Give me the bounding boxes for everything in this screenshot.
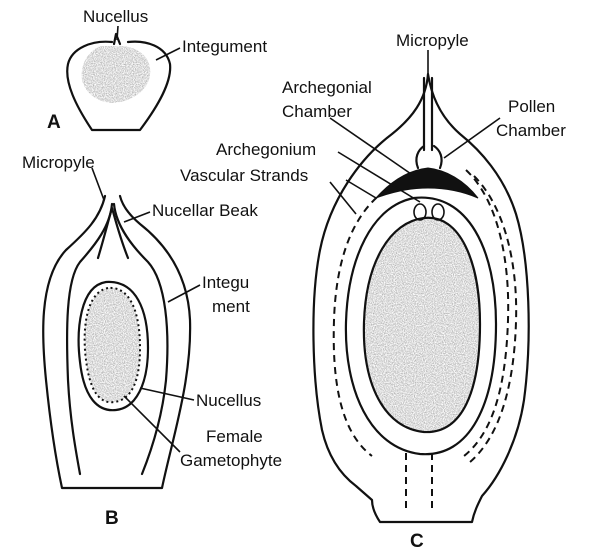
panel-c-pollen-horn-left — [416, 146, 424, 168]
label-b-nucellus: Nucellus — [196, 391, 261, 410]
panel-c-archegonium-right — [432, 204, 444, 220]
label-b-integument-1: Integu — [202, 273, 249, 292]
label-c-micropyle: Micropyle — [396, 31, 469, 50]
panel-a-letter: A — [47, 112, 61, 133]
label-c-pollen-1: Pollen — [508, 97, 555, 116]
label-a-nucellus: Nucellus — [83, 7, 148, 26]
label-c-pollen-2: Chamber — [496, 121, 566, 140]
label-b-female-2: Gametophyte — [180, 451, 282, 470]
label-c-archegonial-1: Archegonial — [282, 78, 372, 97]
leader-c-pollen — [444, 118, 500, 158]
panel-c-chamber-fill — [376, 168, 478, 198]
panel-a: Nucellus Integument A — [47, 7, 267, 133]
leader-b-nucellus — [140, 388, 194, 400]
leader-c-vascular-2 — [346, 180, 376, 198]
label-b-integument-2: ment — [212, 297, 250, 316]
leader-b-micropyle — [92, 168, 104, 200]
label-b-micropyle: Micropyle — [22, 153, 95, 172]
label-a-integument: Integument — [182, 37, 267, 56]
label-c-archegonial-2: Chamber — [282, 102, 352, 121]
panel-a-nucellus-shade — [82, 46, 150, 103]
label-b-nucellar-beak: Nucellar Beak — [152, 201, 258, 220]
leader-a-nucellus — [117, 26, 118, 40]
panel-c-pollen-horn-right — [434, 146, 442, 168]
label-c-vascular-strands: Vascular Strands — [180, 166, 308, 185]
panel-b: Micropyle Nucellar Beak Integu ment Nuce… — [22, 153, 282, 529]
panel-c-letter: C — [410, 531, 424, 551]
label-b-female-1: Female — [206, 427, 263, 446]
panel-b-female-gametophyte — [85, 288, 140, 402]
label-c-archegonium: Archegonium — [216, 140, 316, 159]
panel-b-letter: B — [105, 508, 119, 529]
